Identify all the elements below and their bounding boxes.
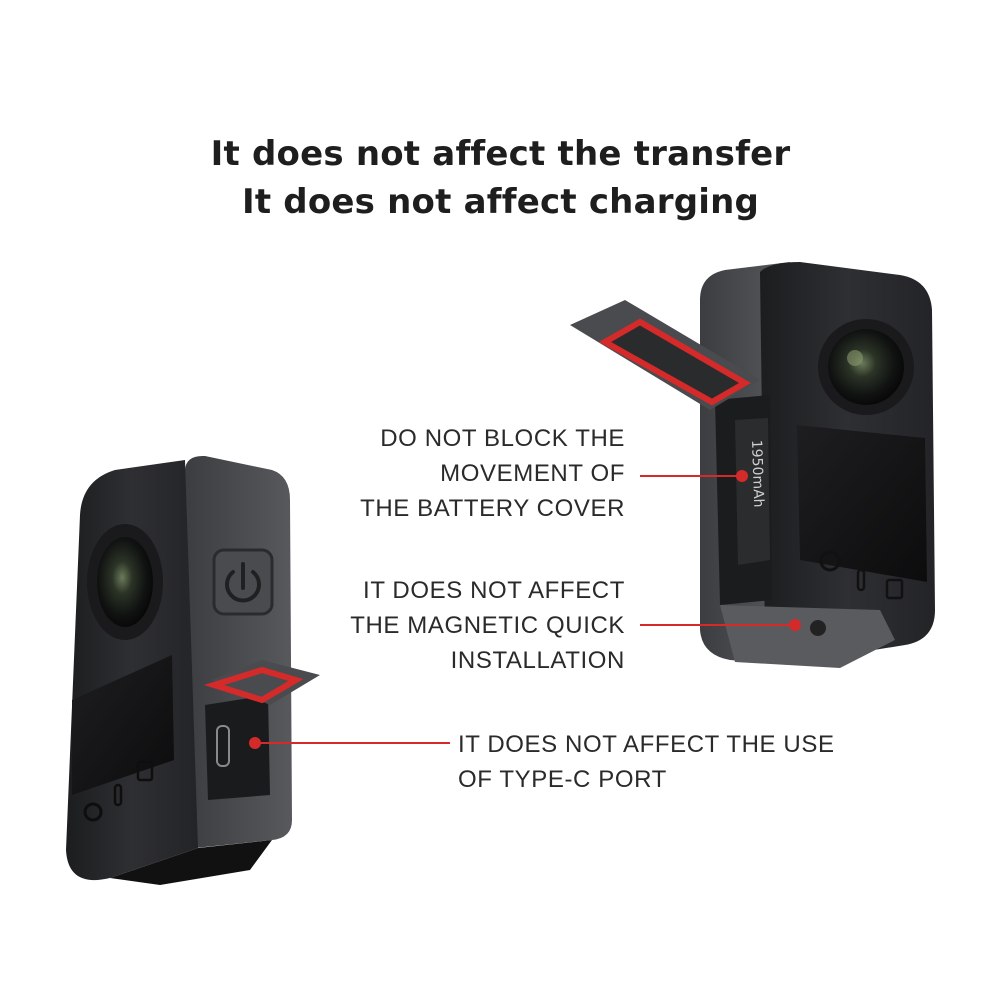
port-compartment bbox=[205, 695, 270, 800]
headline-line-1: It does not affect the transfer bbox=[210, 134, 791, 174]
callout-text: IT DOES NOT AFFECT THE USE bbox=[458, 731, 835, 758]
shutter-button-icon bbox=[819, 550, 841, 572]
shutter-button-icon bbox=[83, 802, 103, 822]
callout-text: OF TYPE-C PORT bbox=[458, 766, 667, 793]
lens-icon bbox=[828, 329, 904, 405]
lens-icon bbox=[97, 537, 153, 627]
camera-left bbox=[66, 455, 320, 885]
callout-magnetic-installation: IT DOES NOT AFFECT THE MAGNETIC QUICK IN… bbox=[350, 573, 625, 678]
callout-text: THE MAGNETIC QUICK bbox=[350, 612, 625, 639]
type-c-port-icon bbox=[216, 725, 230, 767]
power-icon bbox=[225, 570, 261, 603]
callout-text: MOVEMENT OF bbox=[440, 460, 625, 487]
mode-button-icon bbox=[885, 578, 904, 600]
callout-text: INSTALLATION bbox=[450, 647, 625, 674]
camera-screen bbox=[797, 425, 927, 582]
port-cover-seal bbox=[203, 666, 304, 704]
callout-type-c-port: IT DOES NOT AFFECT THE USE OF TYPE-C POR… bbox=[458, 727, 835, 797]
callout-text: IT DOES NOT AFFECT bbox=[363, 577, 625, 604]
callout-text: DO NOT BLOCK THE bbox=[380, 425, 625, 452]
camera-bottom bbox=[720, 605, 895, 668]
camera-screen bbox=[72, 655, 174, 795]
headline-line-2: It does not affect charging bbox=[241, 182, 760, 222]
port-cover bbox=[212, 660, 320, 705]
battery-cover-seal bbox=[598, 318, 751, 406]
leader-dot-magnetic bbox=[789, 619, 801, 631]
indicator-icon bbox=[113, 783, 123, 807]
leader-dot-battery bbox=[736, 470, 748, 482]
indicator-icon bbox=[856, 568, 866, 592]
callout-battery-cover: DO NOT BLOCK THE MOVEMENT OF THE BATTERY… bbox=[360, 421, 625, 526]
battery-capacity-label: 1950mAh bbox=[748, 440, 766, 508]
mode-button-icon bbox=[136, 760, 154, 782]
callout-leaders bbox=[249, 470, 801, 749]
leader-dot-typec bbox=[249, 737, 261, 749]
callout-text: THE BATTERY COVER bbox=[360, 495, 625, 522]
camera-right: 1950mAh bbox=[570, 262, 935, 668]
